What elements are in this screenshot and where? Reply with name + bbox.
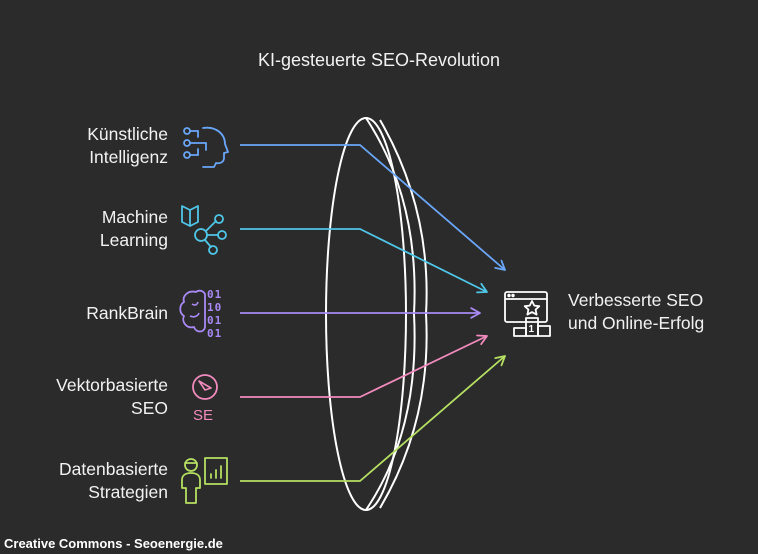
ranking-podium-icon: 1 [504,291,551,337]
svg-text:01: 01 [207,327,222,340]
input-label-rankbrain: RankBrain [86,303,168,323]
svg-text:01: 01 [207,288,222,301]
connector-ai-arrowhead [494,259,506,271]
svg-text:10: 10 [207,301,222,314]
connector-data-strategies-arrowhead [494,355,506,367]
connector-ml-arrowhead [476,282,488,294]
lens-shape [325,117,428,511]
compass-se-icon: SE [192,374,218,424]
credit-text: Creative Commons - Seoenergie.de [4,536,223,551]
person-chart-icon [181,457,228,504]
connector-vector-seo-line [240,335,488,398]
connector-ai-line [240,144,506,271]
connector-ml-line [240,228,488,293]
ai-head-icon [183,126,229,168]
connector-vector-seo-arrowhead [476,334,488,346]
machine-learning-network-icon [181,205,227,255]
diagram-title: KI-gesteuerte SEO-Revolution [257,50,501,70]
svg-text:1: 1 [529,324,535,335]
connector-rankbrain-arrowhead [470,307,481,319]
connector-data-strategies-line [240,355,506,482]
svg-text:01: 01 [207,314,222,327]
svg-text:SE: SE [193,407,213,424]
brain-binary-icon: 01 10 01 01 [179,288,222,340]
